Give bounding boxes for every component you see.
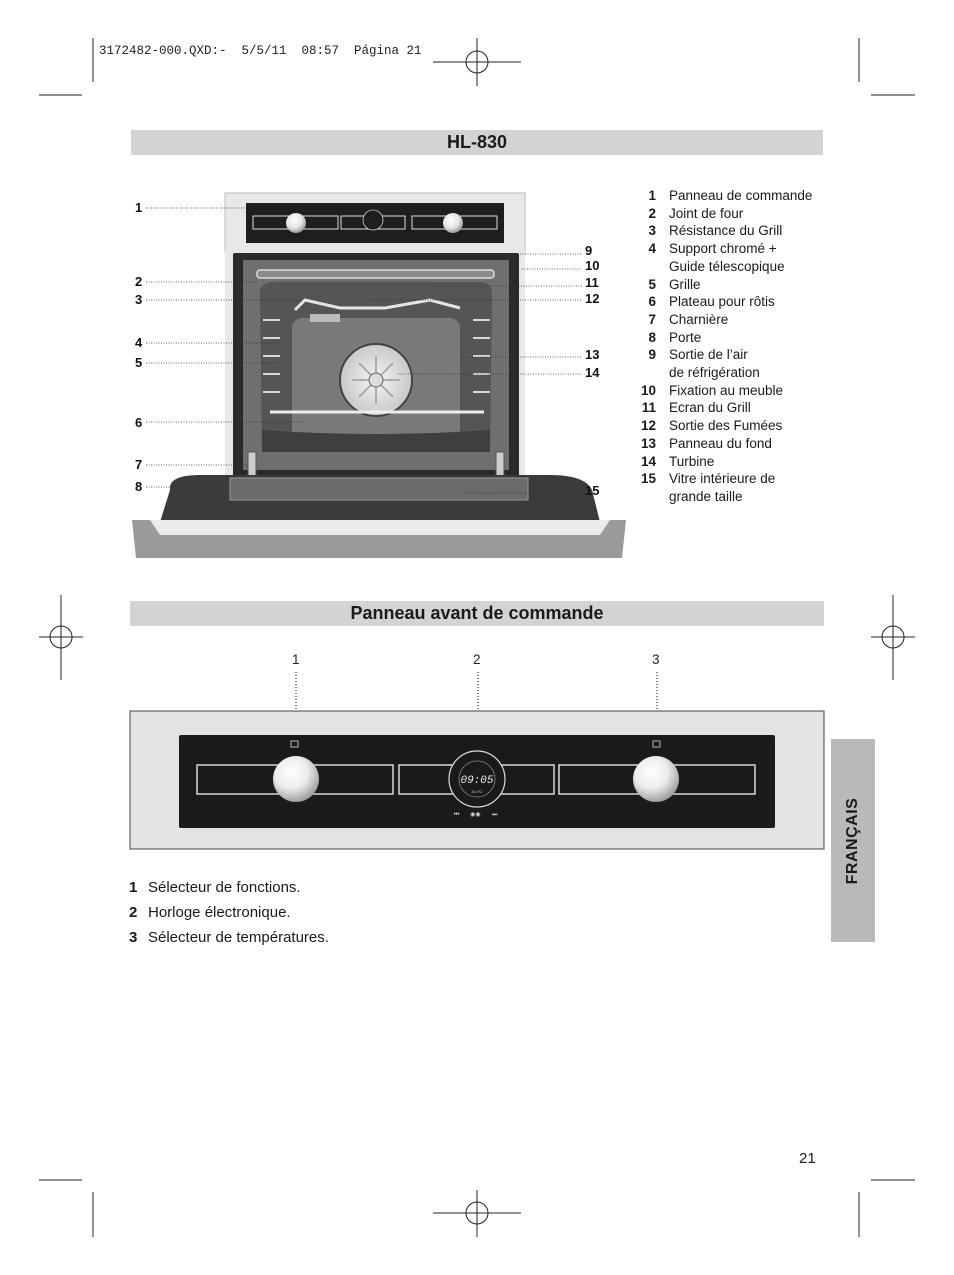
language-tab: FRANÇAIS (831, 739, 875, 942)
legend-item: 14 Turbine (628, 453, 849, 471)
legend-label: Vitre intérieure de (669, 471, 776, 487)
description-number: 2 (129, 904, 138, 921)
clock-time: 09:05 (460, 775, 493, 787)
legend-number (628, 258, 669, 276)
page-number: 21 (799, 1150, 816, 1167)
oven-callout: 13 (585, 347, 599, 362)
print-slug: 3172482-000.QXD:- 5/5/11 08:57 Página 21 (99, 44, 422, 58)
oven-callout: 8 (135, 479, 142, 494)
legend-item: 5 Grille (628, 276, 849, 294)
clock-set-icon: ◉◉ (470, 811, 480, 818)
oven-callout: 5 (135, 355, 142, 370)
legend-item: 11 Ecran du Grill (628, 399, 849, 417)
legend-item: 15 Vitre intérieure de (628, 470, 849, 488)
panel-callout: 2 (473, 652, 481, 667)
legend-item: 6 Plateau pour rôtis (628, 293, 849, 311)
legend-number: 7 (648, 311, 656, 327)
legend-number: 3 (648, 223, 656, 239)
legend-label: Panneau de commande (669, 188, 813, 203)
temperature-selector-icon (652, 740, 661, 748)
clock-mode: AUTO (471, 789, 482, 794)
oven-callout: 14 (585, 365, 600, 380)
legend-label: grande taille (669, 488, 743, 504)
description-text: Horloge électronique. (148, 904, 291, 921)
legend-number: 11 (641, 400, 656, 416)
description-number: 1 (129, 879, 138, 896)
legend-number: 14 (640, 453, 656, 469)
description-item: 1 Sélecteur de fonctions. (129, 875, 329, 900)
legend-item: 8 Porte (628, 329, 849, 347)
legend-number: 2 (648, 205, 656, 221)
legend-number: 4 (648, 241, 656, 257)
legend-item: 1 Panneau de commande (628, 187, 849, 205)
legend-number: 13 (640, 435, 656, 451)
oven-callout: 7 (135, 457, 142, 472)
oven-callout: 9 (585, 243, 592, 258)
legend-number: 1 (648, 188, 656, 203)
legend-number: 15 (640, 471, 656, 487)
legend-label: Plateau pour rôtis (669, 294, 775, 310)
oven-callout: 6 (135, 415, 142, 430)
legend-item: 2 Joint de four (628, 205, 849, 223)
oven-callout: 15 (585, 483, 599, 498)
legend-item: 10 Fixation au meuble (628, 382, 849, 400)
legend-number: 8 (648, 329, 656, 345)
legend-item: 3 Résistance du Grill (628, 222, 849, 240)
legend-number: 10 (640, 382, 656, 398)
legend-label: Panneau du fond (669, 435, 772, 451)
parts-legend: 1 Panneau de commande 2 Joint de four 3 Rés… (628, 187, 849, 506)
legend-label: Guide télescopique (669, 258, 785, 274)
description-item: 3 Sélecteur de températures. (129, 925, 329, 950)
control-panel-illustration: 1 2 3 09:05 AUTO ⏮ ◉◉ ⏭ (129, 652, 825, 850)
oven-illustration: 1 2 3 4 5 6 7 8 9 10 11 12 13 14 15 (132, 192, 626, 558)
panel-callout: 3 (652, 652, 660, 667)
legend-label: Fixation au meuble (669, 382, 784, 398)
description-text: Sélecteur de températures. (148, 929, 329, 946)
section-title-hl830: HL-830 (131, 130, 823, 155)
legend-item: 7 Charnière (628, 311, 849, 329)
legend-label: Sortie de l’air (669, 347, 748, 363)
legend-item: grande taille (628, 488, 849, 506)
previous-icon: ⏮ (454, 811, 460, 818)
section-title-control-panel: Panneau avant de commande (130, 601, 824, 626)
legend-item: 4 Support chromé + (628, 240, 849, 258)
legend-label: de réfrigération (669, 365, 760, 381)
oven-callout: 4 (135, 335, 143, 350)
legend-label: Support chromé + (669, 241, 777, 257)
legend-item: Guide télescopique (628, 258, 849, 276)
legend-number: 6 (648, 294, 656, 310)
legend-number (628, 488, 669, 506)
oven-callout: 2 (135, 274, 142, 289)
description-item: 2 Horloge électronique. (129, 900, 329, 925)
description-text: Sélecteur de fonctions. (148, 879, 301, 896)
next-icon: ⏭ (492, 811, 498, 818)
legend-number: 9 (648, 347, 656, 363)
legend-label: Sortie des Fumées (669, 418, 783, 434)
oven-callout: 3 (135, 292, 142, 307)
legend-item: 12 Sortie des Fumées (628, 417, 849, 435)
legend-label: Turbine (669, 453, 715, 469)
panel-callout: 1 (292, 652, 300, 667)
oven-callout: 10 (585, 258, 599, 273)
legend-item: 9 Sortie de l’air (628, 346, 849, 364)
legend-label: Résistance du Grill (669, 223, 783, 239)
oven-callout: 11 (585, 275, 599, 290)
oven-callout: 1 (135, 200, 142, 215)
legend-label: Porte (669, 329, 702, 345)
legend-number: 5 (648, 276, 656, 292)
legend-label: Charnière (669, 311, 729, 327)
legend-label: Joint de four (669, 205, 744, 221)
legend-number (628, 364, 669, 382)
legend-number: 12 (640, 418, 656, 434)
function-selector-icon (290, 740, 299, 748)
legend-item: 13 Panneau du fond (628, 435, 849, 453)
description-number: 3 (129, 929, 138, 946)
oven-callout: 12 (585, 291, 599, 306)
legend-item: de réfrigération (628, 364, 849, 382)
language-tab-label: FRANÇAIS (844, 797, 861, 884)
legend-label: Ecran du Grill (669, 400, 751, 416)
legend-label: Grille (669, 276, 701, 292)
panel-descriptions: 1 Sélecteur de fonctions. 2 Horloge électr… (129, 875, 329, 950)
